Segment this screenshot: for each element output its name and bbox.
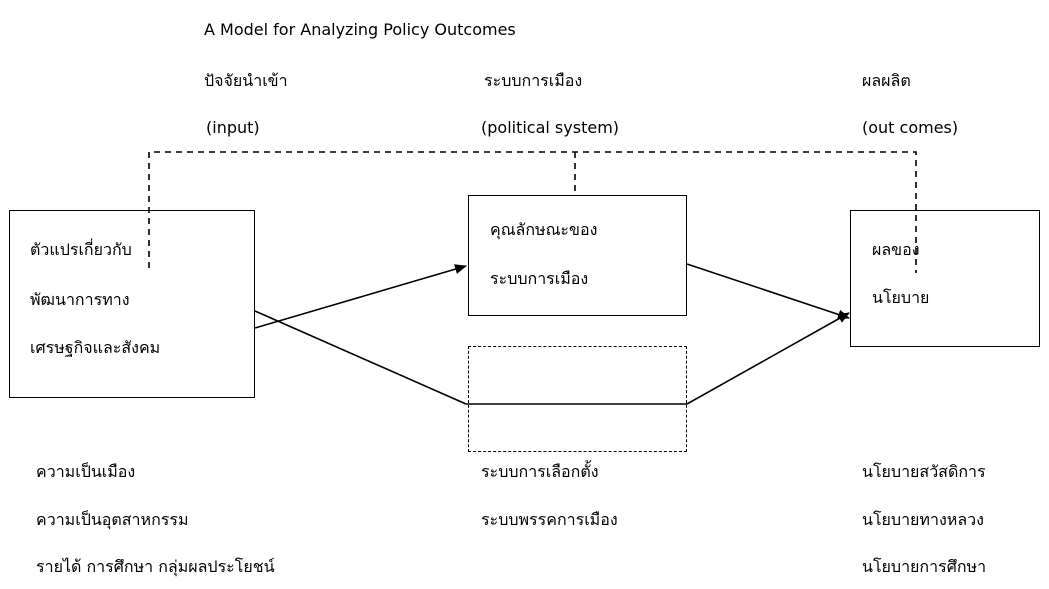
input-box-line-3: เศรษฐกิจและสังคม (30, 338, 161, 357)
political-system-header-eng: (political system) (481, 118, 620, 137)
outcomes-box-line-2: นโยบาย (872, 288, 930, 307)
arrow-input-to-system (254, 264, 467, 329)
outcomes-list-item-3: นโยบายการศึกษา (862, 557, 987, 576)
system-list-item-2: ระบบพรรคการเมือง (481, 510, 618, 529)
system-box-line-1: คุณลักษณะของ (490, 220, 598, 239)
dashed-system-box (468, 346, 687, 452)
input-variables-box (9, 210, 255, 398)
outcomes-header-eng: (out comes) (862, 118, 959, 137)
input-box-line-2: พัฒนาการทาง (30, 290, 130, 309)
political-system-box (468, 195, 687, 316)
diagram-title: A Model for Analyzing Policy Outcomes (204, 20, 516, 39)
input-list-item-1: ความเป็นเมือง (36, 462, 136, 481)
input-list-item-2: ความเป็นอุตสาหกรรม (36, 510, 189, 529)
input-header-thai: ปัจจัยนำเข้า (204, 71, 288, 90)
arrow-system-to-outcomes (686, 263, 850, 320)
arrow-lower-to-outcomes (686, 312, 850, 405)
system-list-item-1: ระบบการเลือกตั้ง (481, 462, 599, 481)
outcomes-list-item-1: นโยบายสวัสดิการ (862, 462, 986, 481)
feedback-dashed-line (148, 151, 917, 273)
political-system-header-thai: ระบบการเมือง (484, 71, 583, 90)
outcomes-box-line-1: ผลของ (872, 240, 920, 259)
input-box-line-1: ตัวแปรเกี่ยวกับ (30, 240, 132, 259)
outcomes-header-thai: ผลผลิต (862, 71, 911, 90)
system-box-line-2: ระบบการเมือง (490, 269, 589, 288)
line-input-to-lower (254, 310, 467, 405)
input-header-eng: (input) (206, 118, 260, 137)
policy-outcomes-box (850, 210, 1040, 347)
input-list-item-3: รายได้ การศึกษา กลุ่มผลประโยชน์ (36, 557, 275, 576)
outcomes-list-item-2: นโยบายทางหลวง (862, 510, 984, 529)
